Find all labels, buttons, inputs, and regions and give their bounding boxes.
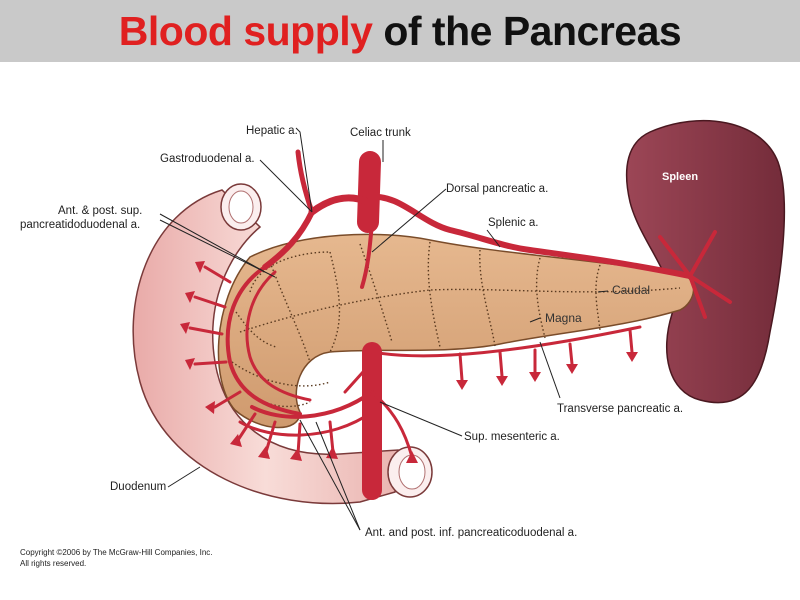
label-caudal: Caudal xyxy=(612,283,650,297)
label-celiac-trunk: Celiac trunk xyxy=(350,127,411,139)
label-gastroduodenal-artery: Gastroduodenal a. xyxy=(160,153,255,165)
label-hepatic-artery: Hepatic a. xyxy=(246,125,298,137)
leader-lines xyxy=(159,127,609,531)
pancreas-diagram: Hepatic a. Celiac trunk Gastroduodenal a… xyxy=(20,120,786,568)
label-dorsal-pancreatic-artery: Dorsal pancreatic a. xyxy=(446,183,548,195)
copyright-line-2: All rights reserved. xyxy=(20,559,86,568)
label-inferior-pancreaticoduodenal-artery: Ant. and post. inf. pancreaticoduodenal … xyxy=(365,527,577,539)
label-superior-mesenteric-artery: Sup. mesenteric a. xyxy=(464,431,560,443)
pancreatic-lobules xyxy=(231,241,681,408)
arteries xyxy=(188,149,732,500)
spleen xyxy=(625,120,786,404)
label-splenic-artery: Splenic a. xyxy=(488,217,539,229)
page-title: Blood supply of the Pancreas xyxy=(0,0,800,62)
copyright-line-1: Copyright ©2006 by The McGraw-Hill Compa… xyxy=(20,548,213,557)
pancreas xyxy=(217,233,695,429)
label-spleen: Spleen xyxy=(662,171,698,183)
label-magna: Magna xyxy=(545,311,582,325)
title-highlight: Blood supply xyxy=(118,8,373,54)
label-ant-post-sup-line2: pancreatidoduodenal a. xyxy=(20,219,140,231)
title-rest: of the Pancreas xyxy=(372,8,682,54)
title-bar: Blood supply of the Pancreas xyxy=(0,0,800,62)
flow-arrowheads xyxy=(180,261,638,463)
label-duodenum: Duodenum xyxy=(110,481,166,493)
label-transverse-pancreatic-artery: Transverse pancreatic a. xyxy=(557,403,683,415)
label-ant-post-sup-line1: Ant. & post. sup. xyxy=(58,205,142,217)
